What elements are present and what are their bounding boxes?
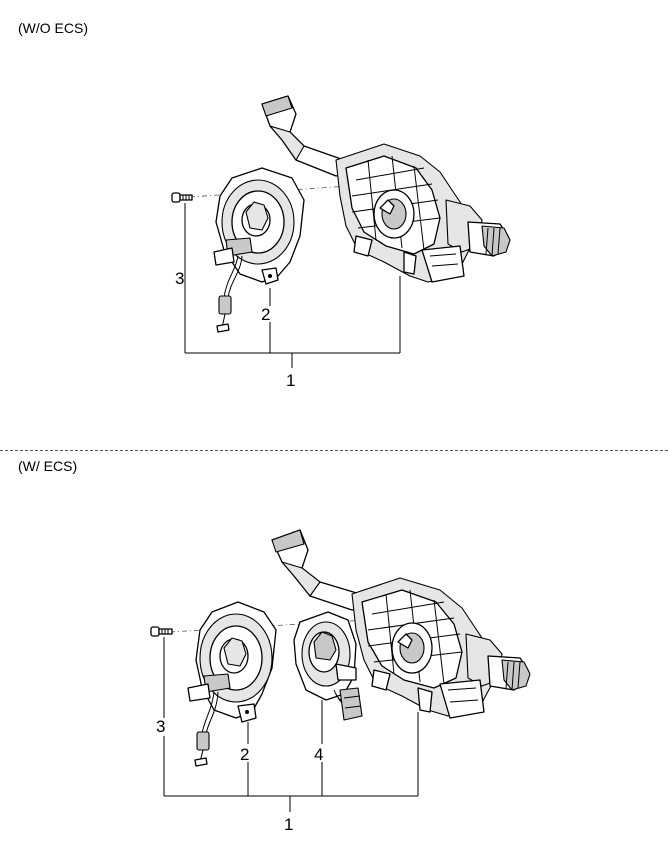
bottom-screw — [150, 626, 173, 637]
top-clock-spring — [213, 167, 305, 333]
bottom-switch-assembly — [271, 529, 531, 719]
bottom-callout-screw: 3 — [156, 717, 165, 736]
section-title-without-ecs: (W/O ECS) — [18, 20, 88, 36]
section-divider — [0, 450, 668, 451]
bottom-callout-sensor: 4 — [314, 745, 323, 764]
top-diagram: 3 2 1 — [171, 95, 511, 390]
top-switch-assembly — [261, 95, 511, 283]
bottom-leader-lines — [163, 637, 419, 812]
bottom-clock-spring — [187, 601, 277, 767]
bottom-callout-clock-spring: 2 — [240, 745, 249, 764]
top-screw — [171, 192, 193, 203]
top-callout-clock-spring: 2 — [261, 305, 270, 324]
bottom-steering-angle-sensor — [293, 611, 363, 721]
top-leader-lines — [184, 203, 401, 368]
bottom-callout-assembly: 1 — [284, 815, 293, 834]
bottom-diagram: 3 2 4 1 — [150, 529, 531, 834]
top-callout-screw: 3 — [175, 269, 184, 288]
top-callout-assembly: 1 — [286, 371, 295, 390]
section-title-with-ecs: (W/ ECS) — [18, 458, 78, 474]
